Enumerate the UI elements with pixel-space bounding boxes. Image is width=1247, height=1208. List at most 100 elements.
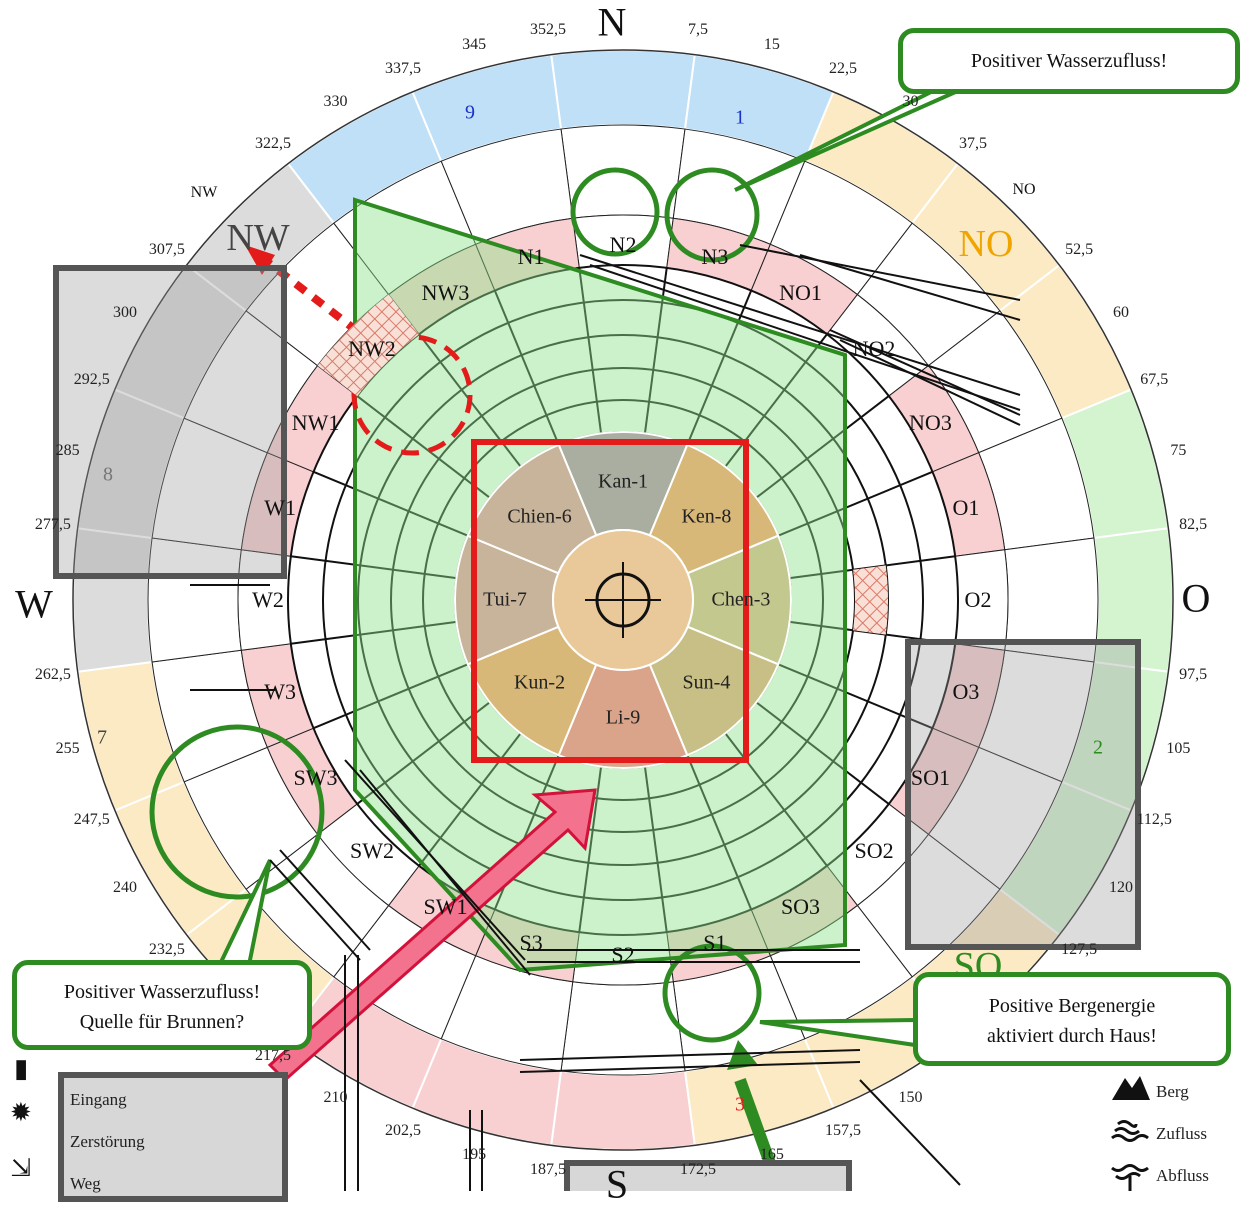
grid-spoke [686,754,753,910]
green-arrow-head [727,1040,758,1070]
sector-label: SW3 [293,764,338,790]
sector-label: S2 [611,942,635,967]
degree-label: 97,5 [1179,666,1208,684]
callout-line-2: aktiviert durch Haus! [987,1025,1157,1047]
sector-label: O1 [952,495,980,521]
sector-label: SO2 [854,838,894,864]
degree-label: 22,5 [829,59,858,77]
mountain-ring [147,124,1099,1076]
degree-label: 150 [898,1088,923,1106]
sector-label: NO2 [852,335,896,361]
grid-spoke [755,701,890,805]
compass-no-big: NO [958,223,1014,265]
compass-south: S [605,1161,629,1207]
trigram-label: Tui-7 [483,588,527,611]
degree-label: 307,5 [148,240,185,258]
degree-label: 292,5 [73,370,110,388]
sector-label: SO3 [780,894,821,920]
nw2-highlight-circle [351,334,473,456]
survey-lines [190,244,1021,1191]
grid-ring [422,399,824,801]
legend-mountain-label: Berg [1156,1082,1189,1101]
grid-ring [287,264,959,936]
sector-label: SW2 [349,838,394,864]
legend-path-label: Weg [70,1174,101,1193]
sector-label: N2 [609,232,637,257]
degree-label: 352,5 [529,20,566,38]
degree-label: 120 [1108,878,1133,896]
degree-label: 172,5 [680,1161,717,1179]
outer-border [72,49,1174,1151]
grid-spoke [290,620,457,645]
callout-line-2: Quelle für Brunnen? [79,1011,245,1033]
degree-label: 37,5 [959,134,988,152]
sector-label: SW1 [423,894,468,920]
outer-ring-segment [550,1069,696,1151]
callout-water-inflow-left: Positiver Wasserzufluss! Quelle für Brun… [12,960,312,1050]
degree-label: 217,5 [254,1047,291,1065]
degree-label: 262,5 [34,666,71,684]
mountain-icon [1112,1076,1150,1100]
trigram-label: Kan-1 [598,470,648,493]
grid-spoke [755,395,890,499]
sector-label: N3 [701,244,729,270]
grid-spoke [313,470,469,537]
outer-ring-segment [550,49,696,131]
sector-label: NW2 [348,335,396,361]
degree-label: 255 [55,739,80,757]
grid-ring [322,299,924,901]
degree-label: 337,5 [384,59,421,77]
sector-label: NO3 [909,409,952,435]
legend-outflow-label: Abfluss [1156,1166,1209,1185]
degree-label: 157,5 [825,1122,862,1140]
callout-line-1: Positiver Wasserzufluss! [63,981,261,1003]
water-waves-icon [1111,1120,1149,1142]
compass-north: N [597,0,627,45]
degree-label: 277,5 [34,515,71,533]
degree-label: 202,5 [384,1122,421,1140]
degree-label: 322,5 [254,134,291,152]
sector-label: W3 [264,678,296,704]
grid-spoke [418,732,522,867]
degree-label: 75 [1170,442,1187,460]
trigram-label: Chen-3 [711,588,771,611]
legend-entrance-label: Eingang [70,1090,127,1109]
sector-label: S3 [519,929,543,955]
compass-west: W [15,581,53,627]
sector-label: W1 [264,495,296,521]
compass-east: O [1181,575,1211,621]
water-circle-n2 [570,167,660,257]
path-icon: ⇲ [10,1153,32,1182]
trigram-label: Ken-8 [681,505,732,528]
trigram-label: Li-9 [605,706,641,729]
grid-spoke [356,395,491,499]
sector-label: S1 [703,929,727,955]
degree-label: 82,5 [1179,515,1208,533]
grid-spoke [724,732,828,867]
star-number: 9 [465,101,475,124]
sector-label: N1 [517,244,545,270]
grid-spoke [578,766,603,933]
degree-label: 300 [113,303,138,321]
hatched-nw2 [317,294,420,397]
sector-label: NO1 [779,279,822,305]
hatched-east [853,565,889,635]
star-number: 2 [1093,736,1103,759]
grid-spoke [356,701,491,805]
destruction-icon: ✹ [10,1098,32,1127]
degree-label: 210 [323,1088,348,1106]
degree-label: 232,5 [148,941,185,959]
legend-right-icons [1111,1076,1150,1191]
compass-nw-big: NW [226,217,290,259]
star-number: 1 [735,106,745,129]
grid-spoke [777,470,933,537]
grid-spoke [643,766,668,933]
compass-no-small: NO [1012,181,1036,198]
star-number: 7 [97,726,107,749]
callout-mountain-energy: Positive Bergenergie aktiviert durch Hau… [913,972,1231,1066]
center-red-frame [471,439,749,763]
trigram-label: Chien-6 [507,505,572,528]
degree-label: 15 [763,35,780,53]
degree-label: 52,5 [1065,240,1094,258]
